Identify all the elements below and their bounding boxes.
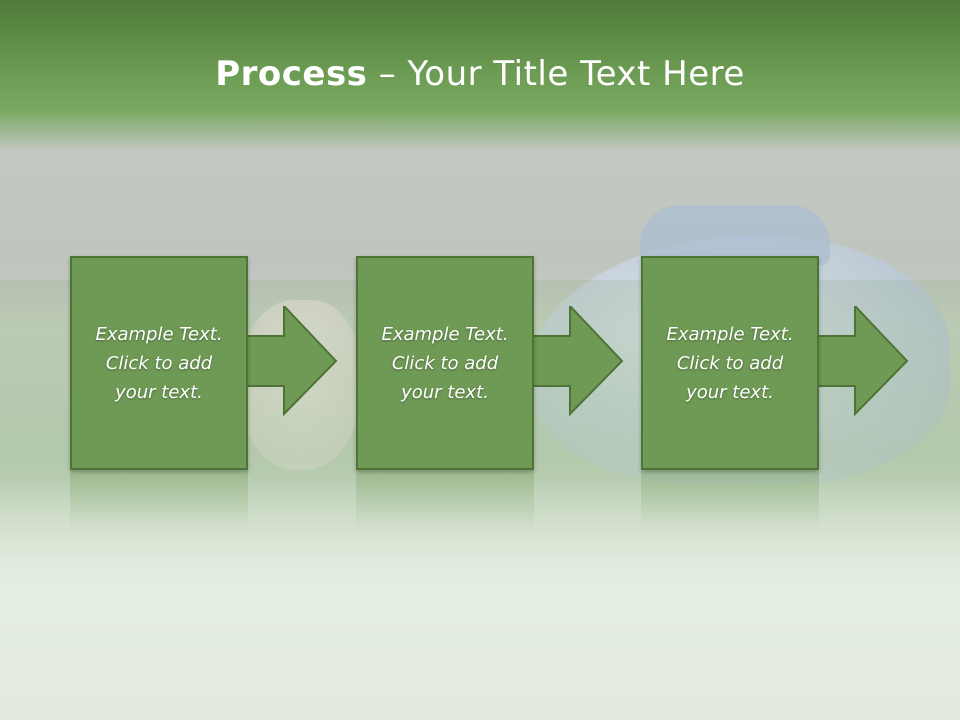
- step-1-reflection: [70, 470, 248, 530]
- slide-title[interactable]: Process – Your Title Text Here: [0, 52, 960, 96]
- title-bold: Process: [215, 54, 368, 94]
- process-step-3[interactable]: Example Text. Click to add your text.: [641, 256, 819, 470]
- process-step-1[interactable]: Example Text. Click to add your text.: [70, 256, 248, 470]
- step-3-reflection: [641, 470, 819, 530]
- step-2-reflection: [356, 470, 534, 530]
- background-fade: [0, 480, 960, 720]
- title-rest: – Your Title Text Here: [367, 54, 745, 94]
- process-step-3-text[interactable]: Example Text. Click to add your text.: [666, 323, 794, 403]
- title-band: [0, 0, 960, 150]
- background-photo-jeans: [640, 205, 830, 265]
- arrow-right-icon: [528, 306, 624, 416]
- process-step-1-text[interactable]: Example Text. Click to add your text.: [95, 323, 223, 403]
- arrow-right-icon: [813, 306, 909, 416]
- process-step-2-text[interactable]: Example Text. Click to add your text.: [381, 323, 509, 403]
- arrow-right-icon: [242, 306, 338, 416]
- process-step-2[interactable]: Example Text. Click to add your text.: [356, 256, 534, 470]
